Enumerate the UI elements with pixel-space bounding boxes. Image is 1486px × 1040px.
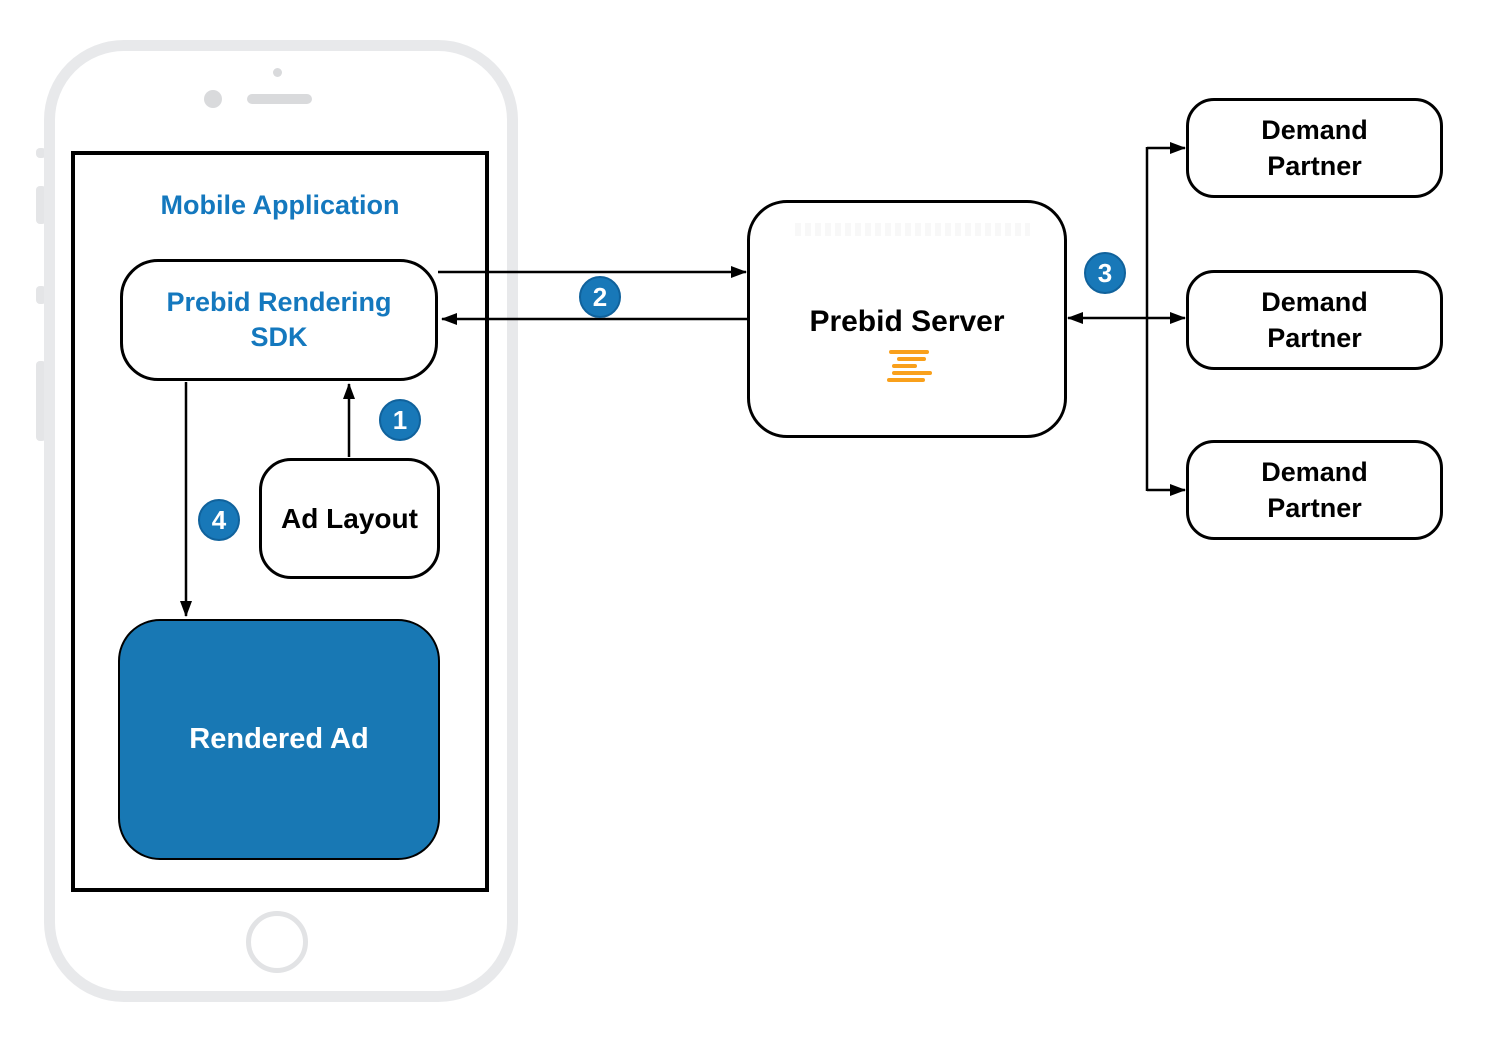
demand-partner-3-line1: Demand (1261, 457, 1368, 487)
demand-partner-3-line2: Partner (1267, 493, 1362, 523)
step-badge-4: 4 (198, 499, 240, 541)
prebid-logo-bar (889, 350, 929, 354)
prebid-server-box: Prebid Server (747, 200, 1067, 438)
sdk-label-line2: SDK (250, 322, 308, 352)
demand-partner-2-line2: Partner (1267, 323, 1362, 353)
phone-side-button (36, 186, 46, 224)
demand-partner-1-line1: Demand (1261, 115, 1368, 145)
rendered-ad-label: Rendered Ad (189, 723, 369, 755)
phone-side-button (36, 361, 46, 441)
step-badge-2: 2 (579, 276, 621, 318)
camera-lens-icon (204, 90, 222, 108)
step-badge-1: 1 (379, 399, 421, 441)
prebid-logo-bar (887, 378, 925, 382)
ad-layout-box: Ad Layout (259, 458, 440, 579)
demand-partner-2-line1: Demand (1261, 287, 1368, 317)
phone-side-button (36, 286, 46, 304)
rendered-ad-box: Rendered Ad (118, 619, 440, 860)
ad-layout-label: Ad Layout (281, 502, 418, 534)
phone-side-button (36, 148, 46, 158)
mobile-application-title: Mobile Application (160, 190, 400, 220)
prebid-logo-bar (892, 364, 917, 368)
demand-partner-box-1: Demand Partner (1186, 98, 1443, 198)
camera-dot-icon (273, 68, 282, 77)
prebid-lines-icon (887, 350, 933, 383)
demand-partner-1-line2: Partner (1267, 151, 1362, 181)
prebid-server-label: Prebid Server (809, 305, 1005, 338)
faint-watermark (795, 223, 1030, 236)
prebid-logo-bar (897, 357, 926, 361)
prebid-logo-bar (892, 371, 932, 375)
demand-partner-box-2: Demand Partner (1186, 270, 1443, 370)
demand-partner-box-3: Demand Partner (1186, 440, 1443, 540)
sdk-label-line1: Prebid Rendering (166, 287, 392, 317)
speaker-slot-icon (247, 94, 312, 104)
prebid-rendering-sdk-box: Prebid Rendering SDK (120, 259, 438, 381)
step-badge-3: 3 (1084, 252, 1126, 294)
home-button-icon (246, 911, 308, 973)
